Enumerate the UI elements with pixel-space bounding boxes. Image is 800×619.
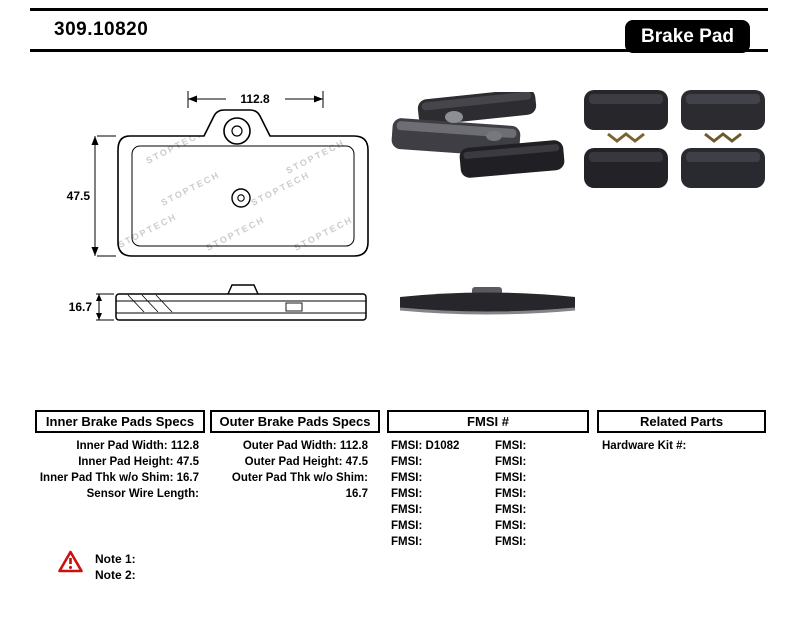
svg-text:STOPTECH: STOPTECH	[204, 214, 266, 252]
thickness-dimension	[96, 293, 114, 321]
fmsi-row: FMSI:	[391, 486, 495, 502]
fmsi-row: FMSI:	[495, 454, 587, 470]
fmsi-label: FMSI:	[495, 456, 527, 468]
fmsi-row: FMSI:	[391, 518, 495, 534]
height-dim-label: 47.5	[67, 189, 91, 203]
spec-value: 16.7	[176, 472, 199, 484]
spec-label: Outer Pad Width:	[242, 440, 337, 452]
spec-row: Outer Pad Height: 47.5	[210, 454, 368, 470]
abutment-clip-icon	[607, 132, 645, 143]
fmsi-row: FMSI:	[495, 502, 587, 518]
pad-edge-view	[115, 284, 367, 321]
fmsi-label: FMSI:	[495, 536, 527, 548]
spec-row: Hardware Kit #:	[602, 438, 762, 454]
note-2: Note 2:	[95, 568, 136, 582]
outer-specs-list: Outer Pad Width: 112.8 Outer Pad Height:…	[210, 438, 368, 502]
header-rule	[30, 49, 768, 52]
outer-specs-header: Outer Brake Pads Specs	[210, 410, 380, 433]
product-type-badge: Brake Pad	[625, 20, 750, 53]
part-number: 309.10820	[54, 19, 149, 40]
fmsi-row: FMSI:	[391, 502, 495, 518]
technical-drawing: STOPTECH STOPTECH STOPTECH STOPTECH STOP…	[67, 91, 369, 321]
spec-label: Outer Pad Height:	[244, 456, 343, 468]
pads-photo	[391, 92, 565, 178]
spec-label: Inner Pad Width:	[76, 440, 168, 452]
pad-edge-photo	[399, 287, 576, 315]
spec-label: Inner Pad Thk w/o Shim:	[39, 472, 174, 484]
fmsi-list: FMSI: D1082 FMSI: FMSI: FMSI: FMSI: FMSI…	[391, 438, 587, 550]
fmsi-label: FMSI:	[495, 472, 527, 484]
thickness-dim-label: 16.7	[69, 300, 93, 314]
abutment-clip-icon	[704, 132, 742, 143]
svg-text:STOPTECH: STOPTECH	[292, 214, 354, 252]
fmsi-row: FMSI:	[495, 470, 587, 486]
fmsi-label: FMSI:	[495, 504, 527, 516]
fmsi-column-right: FMSI: FMSI: FMSI: FMSI: FMSI: FMSI: FMSI…	[495, 438, 587, 550]
spec-value: 47.5	[345, 456, 368, 468]
spec-row: Inner Pad Width: 112.8	[35, 438, 199, 454]
width-dim-label: 112.8	[240, 92, 270, 106]
spec-value: 16.7	[345, 488, 368, 500]
fmsi-value: D1082	[425, 440, 460, 452]
svg-text:STOPTECH: STOPTECH	[249, 169, 311, 207]
spec-label: Outer Pad Thk w/o Shim:	[231, 472, 368, 484]
spec-row: Inner Pad Height: 47.5	[35, 454, 199, 470]
warning-icon	[58, 550, 83, 573]
top-rule	[30, 8, 768, 11]
spec-value: 112.8	[339, 440, 368, 452]
spec-value: 47.5	[176, 456, 199, 468]
spec-row: Outer Pad Thk w/o Shim: 16.7	[210, 470, 368, 502]
related-parts-list: Hardware Kit #:	[602, 438, 762, 454]
svg-text:STOPTECH: STOPTECH	[116, 211, 178, 249]
fmsi-label: FMSI:	[391, 472, 423, 484]
spec-value: 112.8	[170, 440, 199, 452]
height-dimension	[91, 135, 116, 257]
fmsi-row: FMSI:	[391, 534, 495, 550]
svg-text:STOPTECH: STOPTECH	[144, 127, 206, 165]
fmsi-row: FMSI:	[495, 486, 587, 502]
pad-front-view	[117, 109, 369, 257]
note-1: Note 1:	[95, 552, 136, 566]
spec-label: Inner Pad Height:	[78, 456, 174, 468]
spec-label: Sensor Wire Length:	[86, 488, 199, 500]
fmsi-row: FMSI:	[495, 534, 587, 550]
inner-specs-list: Inner Pad Width: 112.8 Inner Pad Height:…	[35, 438, 199, 502]
fmsi-header: FMSI #	[387, 410, 589, 433]
fmsi-row: FMSI: D1082	[391, 438, 495, 454]
fmsi-label: FMSI:	[495, 520, 527, 532]
spec-row: Inner Pad Thk w/o Shim: 16.7	[35, 470, 199, 486]
fmsi-label: FMSI:	[391, 440, 423, 452]
svg-text:STOPTECH: STOPTECH	[159, 169, 221, 207]
fmsi-row: FMSI:	[391, 470, 495, 486]
width-dimension	[187, 91, 324, 108]
fmsi-label: FMSI:	[391, 536, 423, 548]
fmsi-row: FMSI:	[495, 518, 587, 534]
related-parts-header: Related Parts	[597, 410, 766, 433]
spec-label: Hardware Kit #:	[602, 440, 687, 452]
fmsi-row: FMSI:	[495, 438, 587, 454]
fmsi-label: FMSI:	[391, 504, 423, 516]
svg-text:STOPTECH: STOPTECH	[284, 137, 346, 175]
fmsi-label: FMSI:	[495, 440, 527, 452]
fmsi-label: FMSI:	[391, 456, 423, 468]
spec-row: Outer Pad Width: 112.8	[210, 438, 368, 454]
fmsi-label: FMSI:	[495, 488, 527, 500]
fmsi-label: FMSI:	[391, 520, 423, 532]
inner-specs-header: Inner Brake Pads Specs	[35, 410, 205, 433]
spec-row: Sensor Wire Length:	[35, 486, 199, 502]
fmsi-label: FMSI:	[391, 488, 423, 500]
pads-hardware-photo	[584, 90, 765, 188]
fmsi-column-left: FMSI: D1082 FMSI: FMSI: FMSI: FMSI: FMSI…	[391, 438, 495, 550]
fmsi-row: FMSI:	[391, 454, 495, 470]
